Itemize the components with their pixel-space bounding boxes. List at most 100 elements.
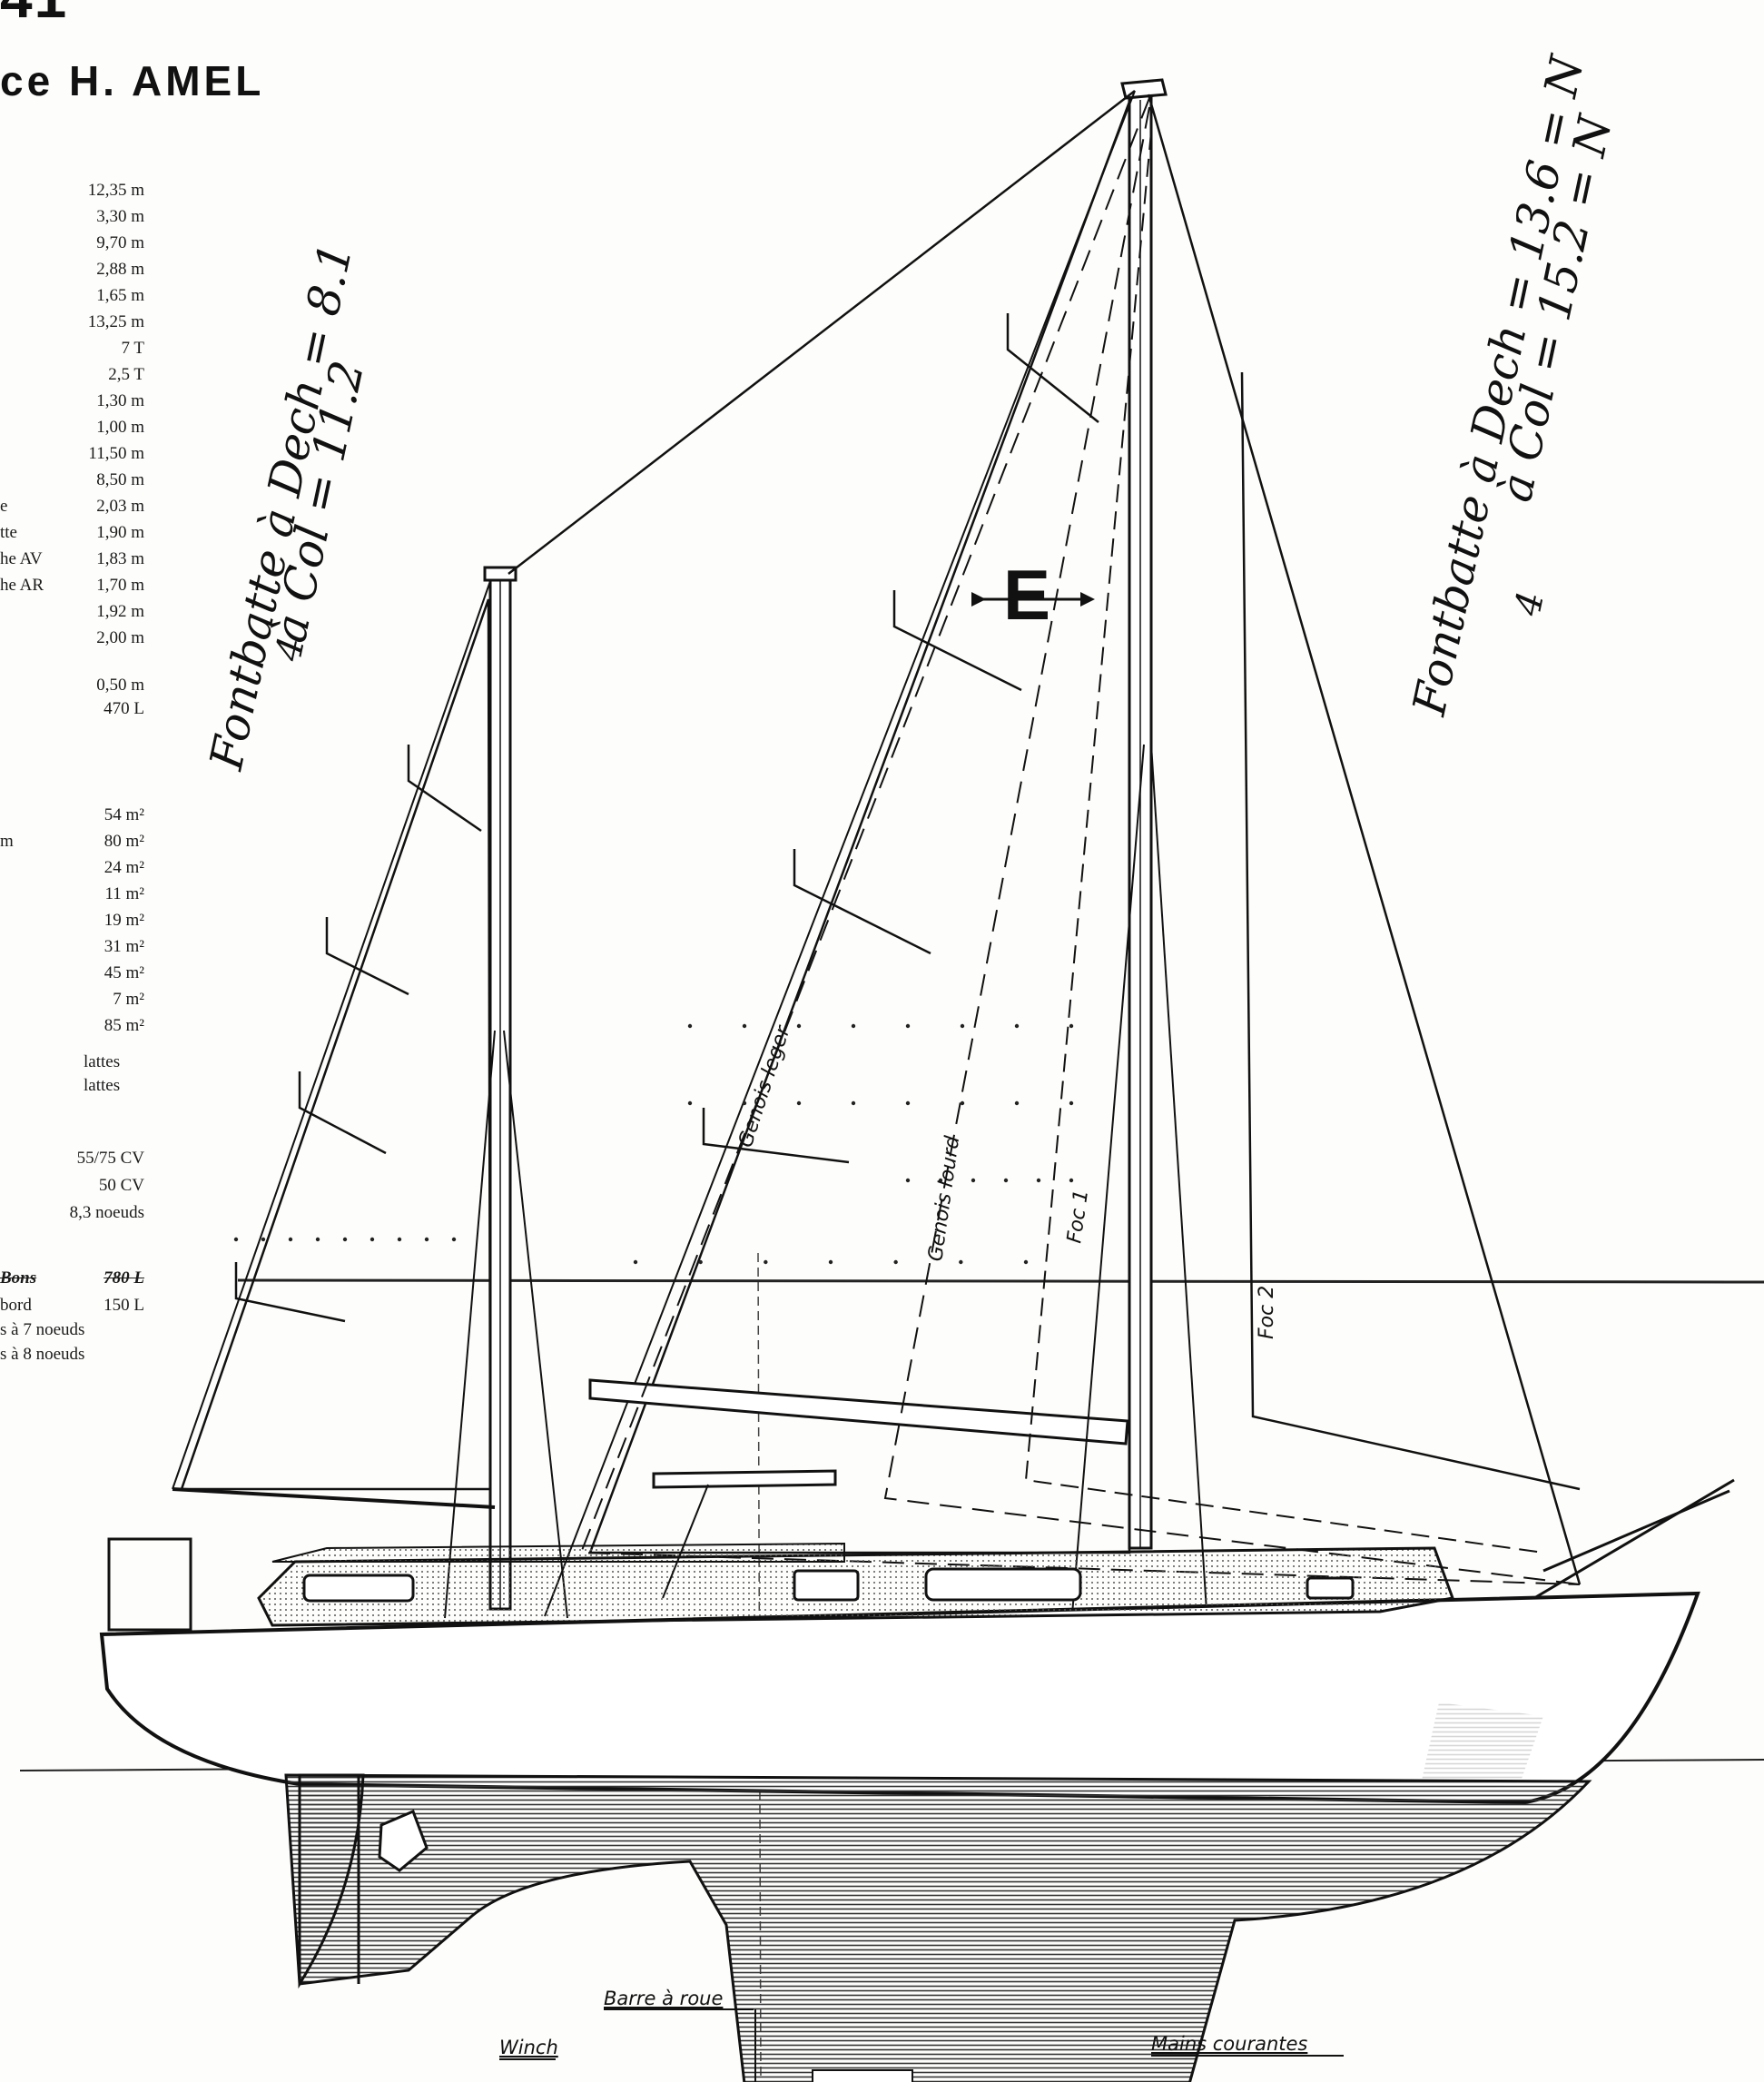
reef-point [424, 1237, 429, 1242]
reef-point [1069, 1100, 1074, 1106]
mizzen-backstay [172, 580, 491, 1490]
hull [99, 1591, 1700, 2082]
winch-label: Winch [499, 2037, 558, 2058]
spec-value: 55/75 CV [76, 1149, 144, 1168]
spec-tail-value: s à 8 noeuds [0, 1345, 85, 1364]
spec-value: 7 T [121, 339, 144, 358]
reef-point [1003, 1178, 1009, 1183]
deck-callouts: Barre à roue Winch Mains courantes [499, 1988, 1344, 2082]
reef-points [233, 1023, 1074, 1265]
reef-point [971, 1178, 976, 1183]
reef-point [960, 1023, 965, 1029]
spec-value: 13,25 m [87, 312, 144, 331]
reef-point [828, 1259, 833, 1265]
battens [234, 313, 1099, 1323]
spec-value: 1,83 m [96, 549, 144, 568]
mizzen-sail [180, 598, 492, 1491]
logo-emblem [378, 1810, 429, 1872]
spec-value: 1,70 m [96, 576, 144, 595]
spec-value: lattes [84, 1052, 121, 1071]
reef-point [342, 1237, 348, 1242]
deckhouse [107, 1469, 1735, 1632]
sail-mark: E [1003, 555, 1050, 635]
spec-value: 80 m² [103, 832, 144, 851]
batten [793, 849, 931, 955]
rudder [298, 1773, 365, 1989]
handrails-label: Mains courantes [1151, 2033, 1307, 2055]
model-number: 41 [0, 0, 68, 31]
rig [172, 78, 1582, 1626]
genoa-heavy-outline [883, 106, 1581, 1585]
hull-highlight [1421, 1702, 1543, 1790]
sprayhood-frame [662, 1484, 709, 1599]
mizzen-masthead [483, 566, 517, 582]
batten [1006, 313, 1099, 423]
reef-point [893, 1259, 898, 1265]
main-sail [588, 101, 1131, 1554]
reef-point [1014, 1100, 1020, 1106]
genoa-heavy-label: Genois lourd [924, 1134, 964, 1263]
spec-value: 0,50 m [96, 676, 144, 695]
spec-value: 8,3 noeuds [69, 1203, 144, 1222]
shroud-d [1070, 744, 1145, 1626]
spec-value: 24 m² [103, 858, 144, 877]
spec-value: lattes [84, 1076, 121, 1095]
spec-value: 1,30 m [96, 391, 144, 410]
reef-point [687, 1100, 693, 1106]
spec-value: 54 m² [103, 805, 144, 824]
main-backstay [544, 90, 1136, 1617]
spec-value: 31 m² [103, 937, 144, 956]
spec-label: e [0, 497, 8, 516]
spec-value: 2,00 m [96, 628, 144, 647]
genoa-light-label: Genois leger [734, 1021, 795, 1150]
mizzen-shroud-a [444, 1030, 496, 1619]
spec-value: 7 m² [113, 990, 144, 1009]
spec-value: 2,5 T [108, 365, 144, 384]
batten [702, 1108, 850, 1164]
main-boom [588, 1378, 1129, 1446]
sail-mark-arrowhead [1080, 592, 1095, 607]
sail-insignia: E [971, 555, 1095, 635]
spec-value: 3,30 m [96, 207, 144, 226]
forestay [1147, 94, 1582, 1585]
reef-point [698, 1259, 703, 1265]
porthole-1 [302, 1574, 415, 1603]
reef-point [796, 1100, 802, 1106]
pulpit-rail [1542, 1489, 1730, 1573]
jib-2-label: Foc 2 [1256, 1286, 1278, 1339]
porthole-4 [1306, 1576, 1355, 1600]
pushpit [107, 1537, 192, 1632]
spec-value: 470 L [103, 699, 144, 718]
spec-value: 8,50 m [96, 470, 144, 489]
porthole-3 [924, 1567, 1082, 1602]
reef-point [1069, 1023, 1074, 1029]
spec-label: he AR [0, 576, 44, 595]
spec-label: he AV [0, 549, 43, 568]
porthole-2 [793, 1569, 860, 1602]
reef-point [851, 1100, 856, 1106]
fuel-label: Bons [0, 1268, 37, 1288]
spec-tail-value: 150 L [103, 1296, 144, 1315]
reef-point [959, 1259, 963, 1265]
reef-point [687, 1023, 693, 1029]
reef-point [633, 1259, 638, 1265]
spec-value: 12,35 m [87, 181, 144, 200]
spec-value: 11,50 m [88, 444, 144, 463]
fuel-value: 780 L [103, 1268, 144, 1288]
shroud-c [1150, 744, 1208, 1626]
mizzen-shroud-b [503, 1030, 568, 1619]
fold-line [237, 1278, 1764, 1284]
reef-point [905, 1178, 911, 1183]
reef-point [1069, 1178, 1074, 1183]
keel-underbody [284, 1773, 1592, 2082]
reef-point [233, 1237, 239, 1242]
reef-point [764, 1259, 768, 1265]
batten [407, 745, 482, 833]
sail-mark-arrowtail [971, 592, 986, 607]
spec-label: tte [0, 523, 17, 542]
reef-point [288, 1237, 293, 1242]
spec-value: 9,70 m [96, 233, 144, 252]
reef-point [261, 1237, 266, 1242]
